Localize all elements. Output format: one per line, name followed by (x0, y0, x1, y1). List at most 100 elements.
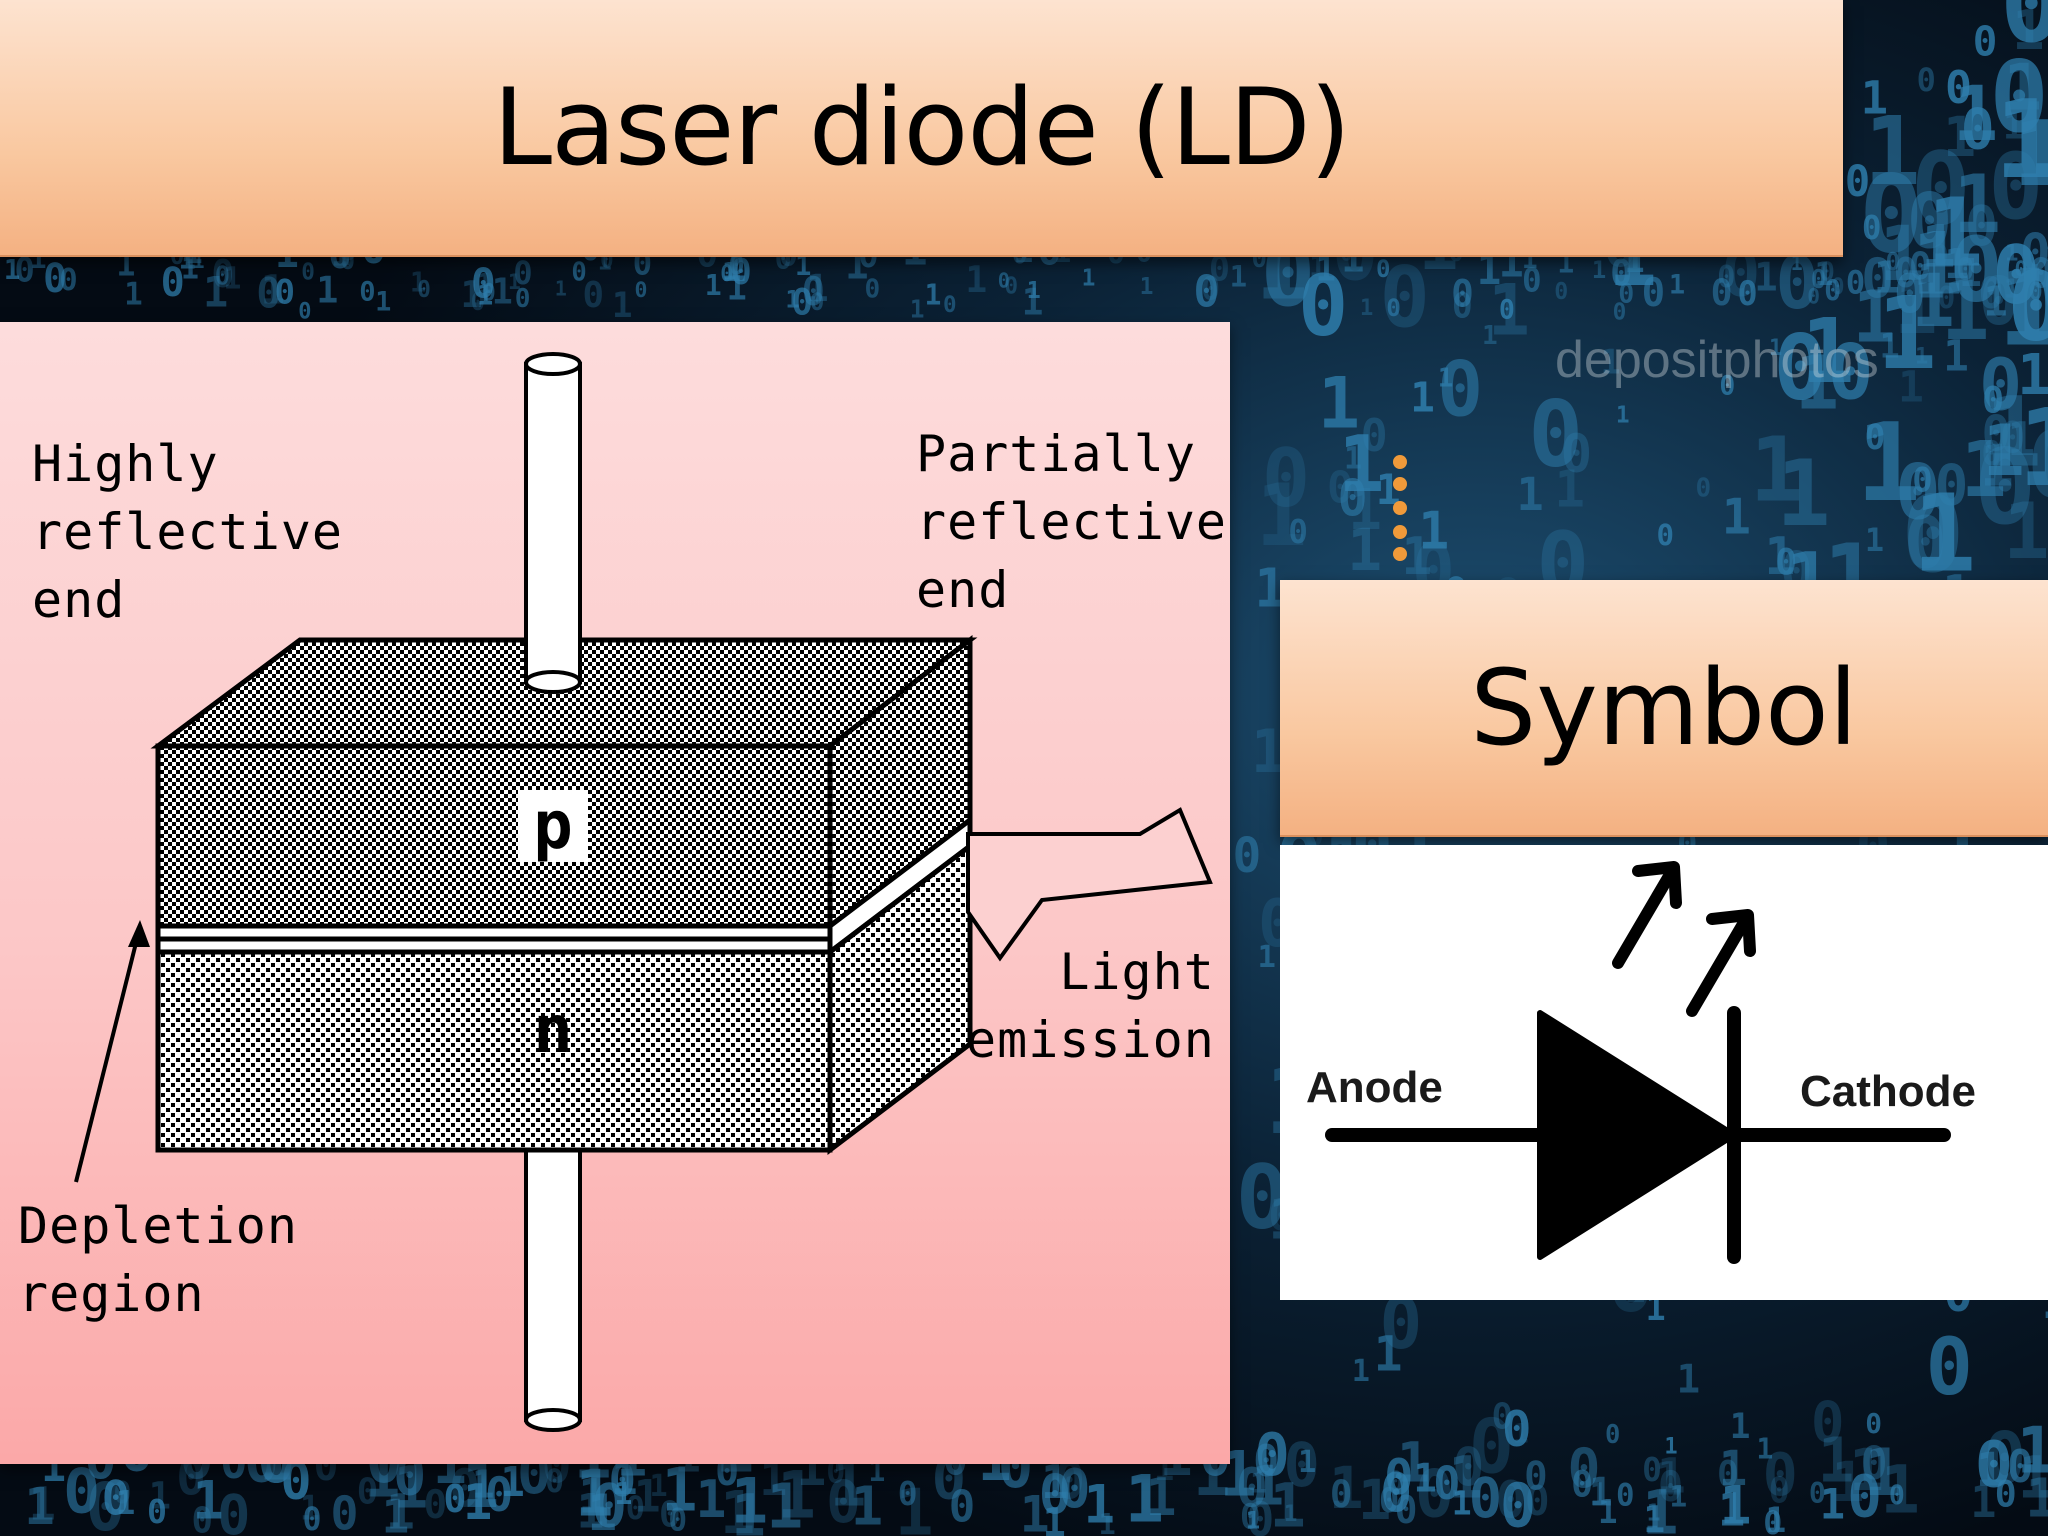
svg-text:0: 0 (1775, 541, 1797, 584)
svg-text:0: 0 (274, 272, 295, 312)
svg-text:0: 0 (810, 287, 825, 316)
svg-text:0: 0 (1864, 418, 1885, 458)
svg-text:1: 1 (2005, 240, 2018, 266)
svg-text:1: 1 (461, 273, 483, 316)
slide-title: Laser diode (LD) (493, 66, 1351, 189)
svg-text:0: 0 (720, 262, 733, 287)
svg-text:1: 1 (1898, 363, 1924, 413)
svg-text:1: 1 (924, 278, 941, 311)
svg-text:0: 0 (1995, 1473, 2017, 1516)
block-side-n (827, 840, 973, 1156)
svg-text:0: 0 (1979, 262, 2019, 340)
svg-text:0: 0 (14, 251, 35, 291)
svg-text:0: 0 (481, 278, 495, 306)
svg-text:0: 0 (1561, 424, 1593, 485)
n-layer-label: n (533, 991, 573, 1068)
svg-text:0: 0 (949, 1482, 975, 1533)
svg-text:1: 1 (2017, 343, 2048, 408)
svg-text:1: 1 (148, 1473, 171, 1517)
svg-text:1: 1 (4, 254, 21, 286)
svg-text:0: 0 (1889, 1480, 1905, 1511)
svg-text:0: 0 (1847, 1464, 1882, 1531)
svg-text:0: 0 (471, 288, 485, 316)
svg-text:0: 0 (1194, 267, 1220, 317)
svg-text:1: 1 (1360, 295, 1373, 321)
svg-text:1: 1 (578, 1470, 606, 1525)
svg-text:0: 0 (1039, 1463, 1072, 1526)
svg-text:1: 1 (705, 269, 722, 302)
svg-text:1: 1 (795, 251, 812, 282)
title-bar: Laser diode (LD) (0, 0, 1843, 257)
svg-text:0: 0 (1605, 1420, 1620, 1450)
svg-text:0: 0 (485, 1468, 513, 1523)
svg-text:1: 1 (634, 1469, 661, 1522)
svg-text:0: 0 (1433, 1457, 1460, 1510)
svg-text:0: 0 (1983, 1417, 2026, 1500)
svg-text:1: 1 (2047, 494, 2048, 553)
svg-text:1: 1 (203, 268, 228, 317)
svg-text:0: 0 (330, 1486, 358, 1536)
svg-text:0: 0 (1859, 152, 1924, 277)
svg-text:1: 1 (393, 1454, 428, 1522)
svg-text:0: 0 (1613, 299, 1627, 325)
svg-text:0: 0 (1376, 255, 1391, 283)
svg-text:1: 1 (727, 268, 747, 307)
svg-text:1: 1 (2003, 487, 2048, 577)
svg-text:0: 0 (1860, 1437, 1887, 1490)
svg-text:1: 1 (2003, 50, 2042, 125)
svg-text:1: 1 (375, 286, 391, 317)
svg-text:0: 0 (1846, 263, 1865, 301)
svg-text:0: 0 (1935, 453, 1969, 518)
svg-text:1: 1 (1750, 418, 1804, 522)
svg-text:0: 0 (1528, 381, 1583, 487)
svg-text:0: 0 (1912, 461, 1932, 501)
svg-text:1: 1 (223, 262, 241, 297)
svg-text:1: 1 (1879, 327, 1899, 366)
svg-text:1: 1 (316, 268, 338, 311)
svg-text:0: 0 (2007, 251, 2048, 363)
svg-text:0: 0 (1926, 1321, 1973, 1413)
svg-text:0: 0 (1496, 1470, 1527, 1529)
svg-text:1: 1 (612, 286, 633, 326)
svg-text:0: 0 (1262, 432, 1310, 525)
svg-text:1: 1 (1020, 1486, 1050, 1536)
svg-text:1: 1 (695, 1470, 726, 1530)
svg-text:1: 1 (1488, 269, 1530, 351)
svg-text:0: 0 (1917, 61, 1936, 99)
svg-text:1: 1 (785, 285, 800, 313)
svg-text:0: 0 (298, 299, 311, 324)
svg-text:0: 0 (2015, 257, 2028, 282)
svg-text:0: 0 (63, 1456, 100, 1527)
svg-text:0: 0 (583, 275, 605, 316)
svg-text:1: 1 (2018, 386, 2048, 511)
svg-text:1: 1 (2016, 1413, 2048, 1488)
svg-text:0: 0 (1500, 1471, 1536, 1536)
svg-text:0: 0 (113, 1476, 131, 1511)
svg-text:0: 0 (217, 1483, 250, 1536)
svg-text:0: 0 (1974, 428, 2036, 548)
svg-text:0: 0 (1965, 194, 1998, 258)
svg-text:1: 1 (910, 294, 925, 323)
svg-text:0: 0 (2007, 1442, 2034, 1493)
svg-text:0: 0 (1811, 265, 1826, 295)
svg-text:0: 0 (1949, 218, 2002, 321)
emission-arrows (1612, 861, 1756, 1017)
svg-text:1: 1 (463, 1475, 492, 1531)
svg-text:1: 1 (2012, 0, 2044, 62)
svg-text:0: 0 (2029, 278, 2043, 306)
svg-text:0: 0 (1737, 274, 1757, 313)
svg-text:0: 0 (1330, 1472, 1353, 1516)
svg-text:0: 0 (1981, 434, 2001, 474)
svg-text:1: 1 (806, 266, 829, 310)
svg-text:1: 1 (2025, 1467, 2048, 1530)
svg-text:0: 0 (1865, 1407, 1882, 1440)
svg-text:1: 1 (1083, 1474, 1115, 1535)
svg-text:0: 0 (1809, 1477, 1826, 1510)
svg-text:1: 1 (1864, 1435, 1903, 1511)
svg-text:1: 1 (851, 1475, 883, 1536)
svg-text:0: 0 (1568, 1436, 1601, 1500)
svg-text:0: 0 (545, 1464, 564, 1500)
svg-text:0: 0 (1992, 228, 2040, 322)
anode-label: Anode (1306, 1063, 1443, 1112)
svg-text:0: 0 (471, 260, 496, 308)
